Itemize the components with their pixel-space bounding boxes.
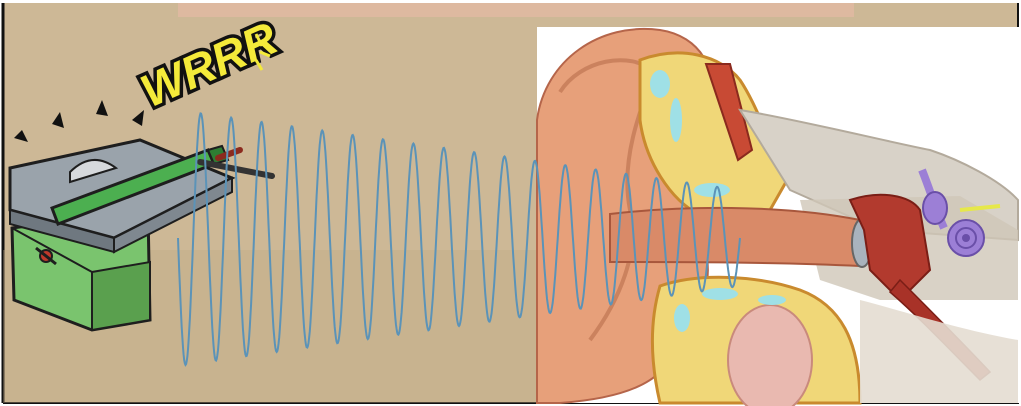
parotid-gland — [728, 305, 812, 406]
top-band — [178, 3, 854, 17]
ear-anatomy-icon — [537, 27, 1019, 406]
